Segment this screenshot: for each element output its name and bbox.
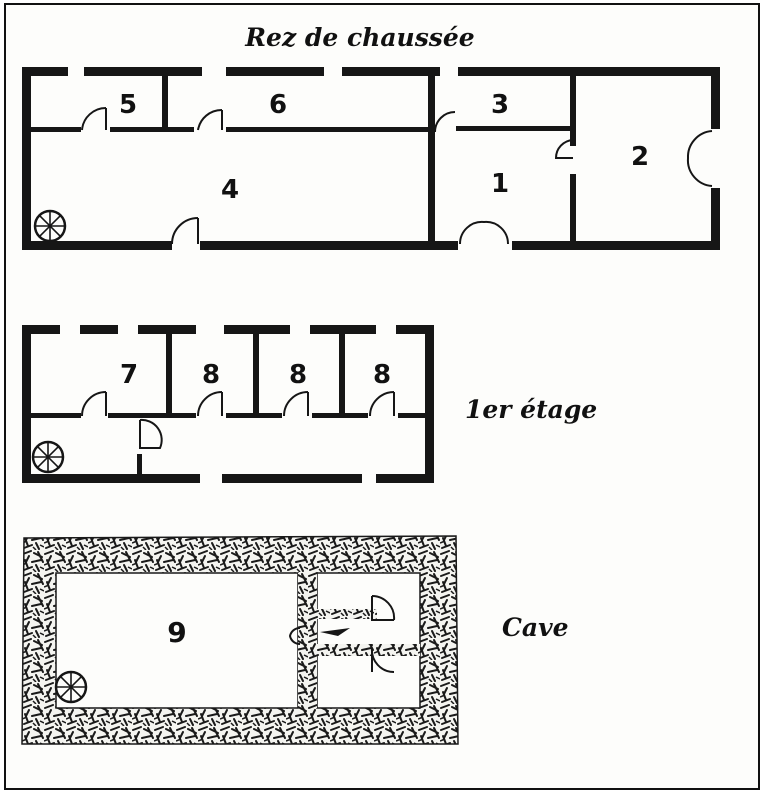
room-number-8-b: 8 — [289, 360, 307, 390]
plan-frame — [4, 3, 760, 790]
first-floor-walls — [22, 325, 434, 483]
room-number-2: 2 — [631, 142, 649, 172]
ground-floor-label: Rez de chaussée — [244, 23, 474, 52]
ground-floor-walls — [22, 67, 720, 250]
room-number-3: 3 — [491, 90, 509, 120]
room-number-6: 6 — [269, 90, 287, 120]
cellar-label: Cave — [502, 613, 569, 642]
room-number-8-c: 8 — [373, 360, 391, 390]
room-number-8-a: 8 — [202, 360, 220, 390]
room-number-9: 9 — [167, 616, 186, 649]
ground-floor-doors — [81, 106, 713, 245]
room-number-7: 7 — [120, 360, 138, 390]
cellar-doors — [288, 594, 396, 674]
room-number-1: 1 — [491, 169, 509, 199]
first-floor-doors — [81, 391, 395, 449]
ground-floor-spiral-stair — [33, 209, 67, 243]
room-number-4: 4 — [221, 175, 239, 205]
first-floor-label: 1er étage — [465, 395, 597, 424]
room-number-5: 5 — [119, 90, 137, 120]
first-floor-spiral-stair — [31, 440, 65, 474]
cellar-spiral-stair — [54, 670, 88, 704]
cellar-stone-walls — [21, 535, 459, 745]
